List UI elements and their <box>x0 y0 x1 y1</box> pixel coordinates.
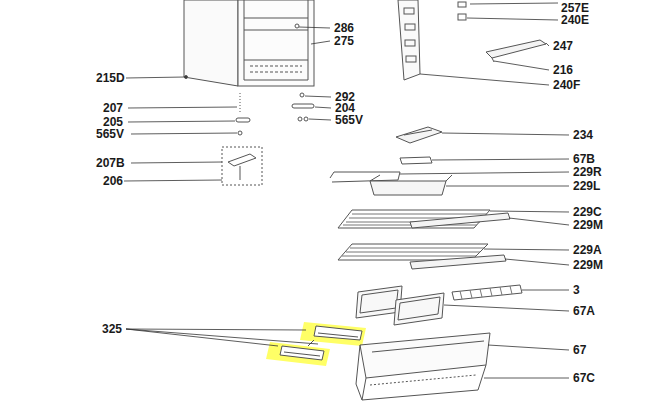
callout-number: 286 <box>334 21 354 35</box>
callout-number: 234 <box>573 128 593 142</box>
refrigerator-parts <box>184 0 546 400</box>
callout-number: 565V <box>335 113 363 127</box>
callout-number: 229L <box>573 179 600 193</box>
callout-number: 207 <box>103 101 123 115</box>
callout-number: 216 <box>553 63 573 77</box>
callout-number: 67C <box>573 371 595 385</box>
callout-number: 67B <box>573 152 595 166</box>
callout-number: 229M <box>573 258 603 272</box>
callout-number: 67A <box>573 304 595 318</box>
leader-lines <box>124 3 569 378</box>
callout-number: 240F <box>553 78 580 92</box>
callout-number: 205 <box>103 115 123 129</box>
callout-number: 206 <box>103 174 123 188</box>
callout-number: 3 <box>573 283 580 297</box>
callout-number: 257E <box>561 1 589 15</box>
callout-number: 565V <box>96 127 124 141</box>
callout-number: 229R <box>573 165 602 179</box>
callout-number: 247 <box>553 39 573 53</box>
callout-number: 229M <box>573 218 603 232</box>
callout-number: 207B <box>96 156 125 170</box>
callout-number: 229C <box>573 205 602 219</box>
callout-number: 325 <box>102 322 122 336</box>
callout-number: 240E <box>561 13 589 27</box>
callout-number: 204 <box>335 101 355 115</box>
callout-number: 229A <box>573 243 602 257</box>
callout-number: 215D <box>96 71 125 85</box>
callout-number: 67 <box>573 343 586 357</box>
callout-number: 275 <box>334 34 354 48</box>
